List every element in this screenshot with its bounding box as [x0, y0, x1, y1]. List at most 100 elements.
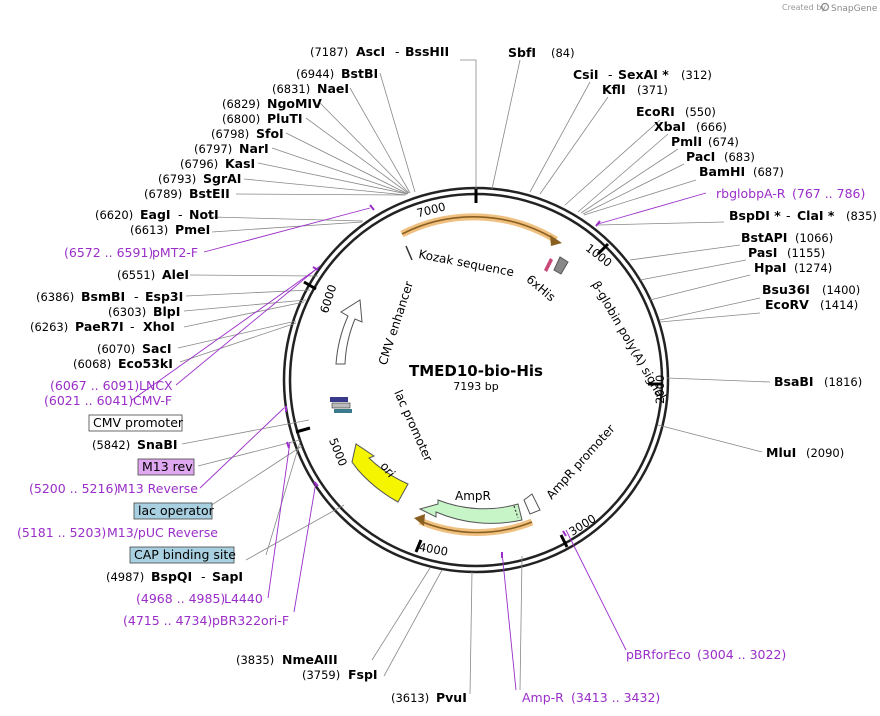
enzyme-aleI[interactable]: (6551) AleI: [117, 267, 189, 282]
enzyme-hpaI[interactable]: HpaI (1274): [754, 260, 832, 275]
ampr-arrow: [418, 499, 523, 524]
feature-box-cap[interactable]: CAP binding site: [129, 546, 236, 564]
enzyme-ngoMIV[interactable]: (6829) NgoMIV: [222, 96, 322, 111]
enzyme-mluI[interactable]: MluI (2090): [766, 445, 844, 460]
svg-text:pMT2-F: pMT2-F: [152, 245, 198, 260]
svg-text:(5842): (5842): [92, 438, 130, 452]
enzyme-ecoRV[interactable]: EcoRV (1414): [765, 297, 858, 312]
orf-arrow-bottom: [414, 514, 534, 537]
svg-text:MluI: MluI: [766, 445, 796, 460]
enzyme-fspI[interactable]: (3759) FspI: [302, 667, 378, 682]
svg-text:(6789): (6789): [144, 187, 182, 201]
enzyme-eagI[interactable]: (6620) EagI - NotI: [95, 207, 219, 222]
svg-text:-: -: [134, 289, 139, 304]
enzyme-bspDI[interactable]: BspDI * - ClaI * (835): [729, 208, 877, 223]
tick-label-1000: 1000: [583, 241, 615, 270]
svg-text:(666): (666): [696, 120, 727, 134]
enzyme-bspQI[interactable]: (4987) BspQI - SapI: [106, 569, 243, 584]
svg-text:(4968 .. 4985): (4968 .. 4985): [136, 591, 225, 606]
primer-pbr322ori-f[interactable]: (4715 .. 4734) pBR322ori-F: [123, 613, 289, 628]
svg-text:(6068): (6068): [73, 357, 111, 371]
enzyme-xbaI[interactable]: XbaI (666): [654, 119, 727, 134]
primer-amp-r[interactable]: Amp-R (3413 .. 3432): [522, 690, 660, 705]
enzyme-ecoRI[interactable]: EcoRI (550): [636, 104, 716, 119]
feature-box-lac-operator[interactable]: lac operator: [133, 502, 215, 520]
enzyme-bstBI[interactable]: (6944) BstBI: [296, 66, 378, 81]
enzyme-bsaBI[interactable]: BsaBI (1816): [774, 374, 862, 389]
feature-6xhis: 6xHis: [524, 272, 559, 304]
enzyme-sgrAI[interactable]: (6793) SgrAI: [158, 171, 241, 186]
svg-text:(6793): (6793): [158, 172, 196, 186]
svg-text:(6613): (6613): [130, 223, 168, 237]
enzyme-pmeI[interactable]: (6613) PmeI: [130, 222, 210, 237]
svg-text:BsaBI: BsaBI: [774, 374, 814, 389]
svg-text:(6796): (6796): [180, 157, 218, 171]
primer-lncx[interactable]: (6067 .. 6091) LNCX: [50, 378, 173, 393]
lac-operator-marker: [331, 402, 351, 409]
svg-text:(6386): (6386): [36, 290, 74, 304]
primer-rbglobpa-r[interactable]: rbglobpA-R (767 .. 786): [716, 186, 865, 201]
enzyme-naeI[interactable]: (6831) NaeI: [272, 81, 349, 96]
primer-m13-puc-reverse[interactable]: (5181 .. 5203) M13/pUC Reverse: [17, 525, 218, 540]
enzyme-bstEII[interactable]: (6789) BstEII: [144, 186, 230, 201]
svg-text:(2090): (2090): [806, 446, 844, 460]
feature-box-cmv-promoter[interactable]: CMV promoter: [88, 414, 184, 432]
svg-text:HpaI: HpaI: [754, 260, 787, 275]
feature-ampr-promoter: AmpR promoter: [543, 422, 617, 502]
svg-text:EagI: EagI: [140, 207, 171, 222]
feature-box-m13-rev[interactable]: M13 rev: [137, 458, 195, 476]
enzyme-narI[interactable]: (6797) NarI: [194, 141, 269, 156]
svg-text:M13 Reverse: M13 Reverse: [117, 481, 198, 496]
enzyme-pasI[interactable]: PasI (1155): [748, 245, 825, 260]
cap-marker: [334, 409, 352, 413]
enzyme-blpI[interactable]: (6303) BlpI: [108, 304, 180, 319]
primer-pmt2-f[interactable]: (6572 .. 6591) pMT2-F: [64, 245, 198, 260]
svg-text:BamHI: BamHI: [699, 164, 745, 179]
svg-text:(371): (371): [637, 83, 668, 97]
enzyme-nmeAIII[interactable]: (3835) NmeAIII: [236, 652, 338, 667]
plasmid-size: 7193 bp: [453, 380, 498, 393]
enzyme-paeR7I[interactable]: (6263) PaeR7I - XhoI: [30, 319, 175, 334]
enzyme-kasI[interactable]: (6796) KasI: [180, 156, 255, 171]
enzyme-bamHI[interactable]: BamHI (687): [699, 164, 784, 179]
enzyme-snaBI[interactable]: (5842) SnaBI: [92, 437, 178, 452]
primer-l4440[interactable]: (4968 .. 4985) L4440: [136, 591, 263, 606]
primer-m13-reverse[interactable]: (5200 .. 5216) M13 Reverse: [29, 481, 198, 496]
enzyme-sacI[interactable]: (6070) SacI: [97, 341, 172, 356]
svg-text:CMV promoter: CMV promoter: [93, 415, 184, 430]
svg-text:(6303): (6303): [108, 305, 146, 319]
svg-text:Bsu36I: Bsu36I: [762, 282, 810, 297]
enzyme-kflI[interactable]: KflI (371): [602, 82, 668, 97]
svg-text:(835): (835): [846, 209, 877, 223]
primer-cmv-f[interactable]: (6021 .. 6041) CMV-F: [44, 393, 172, 408]
enzyme-pacI[interactable]: PacI (683): [686, 149, 755, 164]
svg-text:NgoMIV: NgoMIV: [267, 96, 322, 111]
enzyme-csiI[interactable]: CsiI - SexAI * (312): [573, 67, 712, 82]
svg-text:(767 .. 786): (767 .. 786): [792, 186, 865, 201]
enzyme-pvuI[interactable]: (3613) PvuI: [391, 690, 467, 705]
primer-pbrforeco[interactable]: pBRforEco (3004 .. 3022): [626, 647, 786, 662]
svg-text:BlpI: BlpI: [153, 304, 180, 319]
svg-text:(4715 .. 4734): (4715 .. 4734): [123, 613, 212, 628]
svg-text:XbaI: XbaI: [654, 119, 686, 134]
enzyme-pmlI[interactable]: PmlI (674): [671, 134, 739, 149]
enzyme-pluTI[interactable]: (6800) PluTI: [222, 111, 303, 126]
plasmid-name: TMED10-bio-His: [409, 362, 543, 380]
tick-label-6000: 6000: [317, 283, 339, 315]
enzyme-eco53kI[interactable]: (6068) Eco53kI: [73, 356, 173, 371]
svg-text:(1414): (1414): [820, 298, 858, 312]
svg-text:BspDI *: BspDI *: [729, 208, 781, 223]
enzyme-sbfI[interactable]: SbfI (84): [508, 45, 575, 60]
svg-text:(1274): (1274): [794, 261, 832, 275]
enzyme-ascI[interactable]: (7187) AscI - BssHII: [310, 44, 449, 59]
svg-text:BstBI: BstBI: [341, 66, 378, 81]
enzyme-bsmBI[interactable]: (6386) BsmBI - Esp3I: [36, 289, 183, 304]
enzyme-bstAPI[interactable]: BstAPI (1066): [741, 230, 833, 245]
enzyme-sfoI[interactable]: (6798) SfoI: [211, 126, 284, 141]
globin-feature: [553, 256, 569, 275]
svg-text:AleI: AleI: [162, 267, 189, 282]
enzyme-bsu36I[interactable]: Bsu36I (1400): [762, 282, 860, 297]
svg-text:L4440: L4440: [224, 591, 263, 606]
svg-text:(6797): (6797): [194, 142, 232, 156]
orf-arrow-top: [400, 213, 562, 246]
